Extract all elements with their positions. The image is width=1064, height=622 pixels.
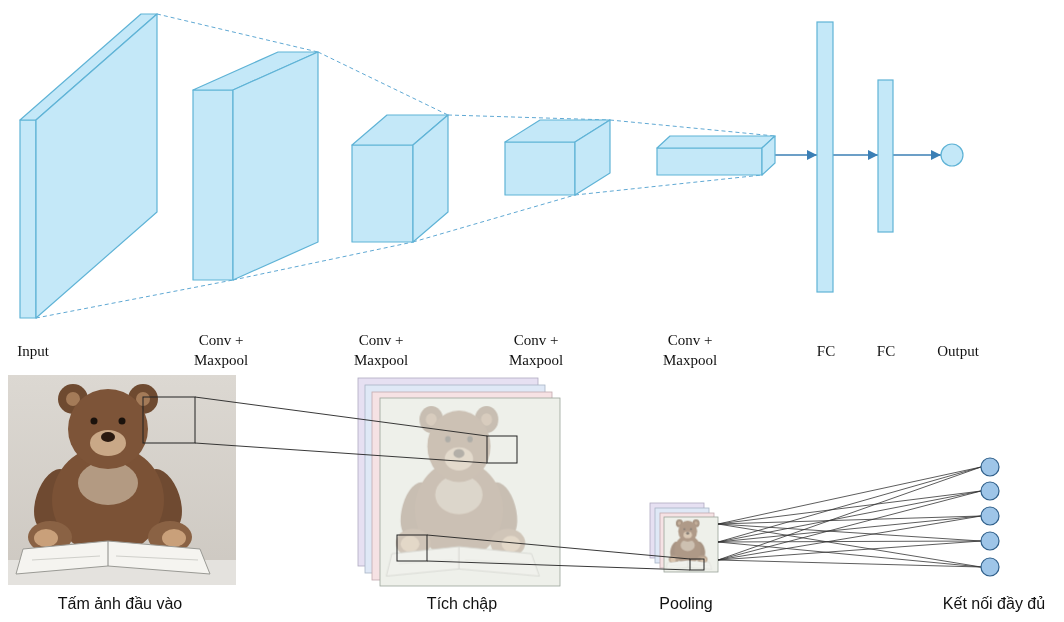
layer-face <box>233 52 318 280</box>
projection-line <box>195 397 487 436</box>
conv-layer-shape <box>657 136 775 175</box>
dense-connection <box>718 491 981 542</box>
dense-connection <box>718 467 981 542</box>
neuron <box>981 482 999 500</box>
layer-face <box>878 80 893 232</box>
stage-caption: Kết nối đầy đủ <box>943 594 1045 613</box>
projection-line <box>427 561 690 570</box>
conv-layer: Conv + Maxpool <box>352 115 448 242</box>
layer-face <box>193 90 233 280</box>
dense-connections <box>718 467 981 567</box>
fc-layer: FC <box>817 22 833 292</box>
conv-layer: Conv + Maxpool <box>505 120 610 195</box>
flow-arrow <box>893 154 941 156</box>
projection-line <box>195 443 487 463</box>
layer-face <box>657 136 775 148</box>
pool-output-box <box>690 559 704 570</box>
layer-label: FC <box>817 342 835 362</box>
pooled-map-layer <box>664 517 718 572</box>
fc-layer-shape <box>878 80 893 232</box>
layer-face <box>762 136 775 175</box>
input-layer-shape <box>20 14 157 318</box>
stage-caption: Tấm ảnh đầu vào <box>58 594 183 613</box>
layer-label: FC <box>877 342 895 362</box>
layer-face <box>352 145 413 242</box>
neuron <box>981 458 999 476</box>
layer-face <box>657 148 762 175</box>
layer-face <box>817 22 833 292</box>
output-node: Output <box>941 144 963 166</box>
teddy-bear <box>16 384 210 574</box>
flow-arrow <box>833 154 878 156</box>
dense-connection <box>718 516 981 560</box>
layer-face <box>413 115 448 242</box>
feature-map-layer <box>380 398 560 586</box>
flow-arrow <box>775 154 817 156</box>
conv-layer: Conv + Maxpool <box>657 136 775 175</box>
layer-label: Conv + Maxpool <box>184 331 259 370</box>
feature-map-image <box>386 406 539 576</box>
layer-face <box>575 120 610 195</box>
conv-layer-shape <box>505 120 610 195</box>
projection-dashed-line <box>448 115 610 120</box>
layer-label: Conv + Maxpool <box>653 331 728 370</box>
projection-line <box>427 535 690 559</box>
neuron <box>981 507 999 525</box>
layer-label: Conv + Maxpool <box>344 331 419 370</box>
projection-dashed-line <box>610 120 775 136</box>
stage-caption: Pooling <box>659 594 712 613</box>
photo-background <box>8 375 236 585</box>
fc-layer: FC <box>878 80 893 232</box>
neuron <box>981 532 999 550</box>
conv-layer: Conv + Maxpool <box>193 52 318 280</box>
dense-connection <box>718 491 981 524</box>
layer-face <box>36 14 157 318</box>
dense-connection <box>718 491 981 560</box>
dense-connection <box>718 541 981 542</box>
conv-output-box <box>487 436 517 463</box>
dense-connection <box>718 560 981 567</box>
output-node-shape <box>941 144 963 166</box>
dense-connection <box>718 541 981 560</box>
projection-dashed-line <box>157 14 318 52</box>
neuron <box>981 558 999 576</box>
input-layer: Input <box>20 14 157 318</box>
layer-label: Input <box>17 342 49 362</box>
fc-layer-shape <box>817 22 833 292</box>
receptive-field-box <box>143 397 195 443</box>
layer-face <box>505 142 575 195</box>
stage-caption: Tích chập <box>427 594 497 613</box>
projection-dashed-line <box>318 52 448 115</box>
pooled-map-image <box>666 519 712 569</box>
dense-connection <box>718 467 981 560</box>
dense-connection <box>718 467 981 524</box>
output-circle <box>941 144 963 166</box>
layer-face <box>20 120 36 318</box>
layer-label: Output <box>937 342 979 362</box>
pool-window-box <box>397 535 427 561</box>
layer-label: Conv + Maxpool <box>499 331 574 370</box>
conv-layer-shape <box>352 115 448 242</box>
conv-layer-shape <box>193 52 318 280</box>
